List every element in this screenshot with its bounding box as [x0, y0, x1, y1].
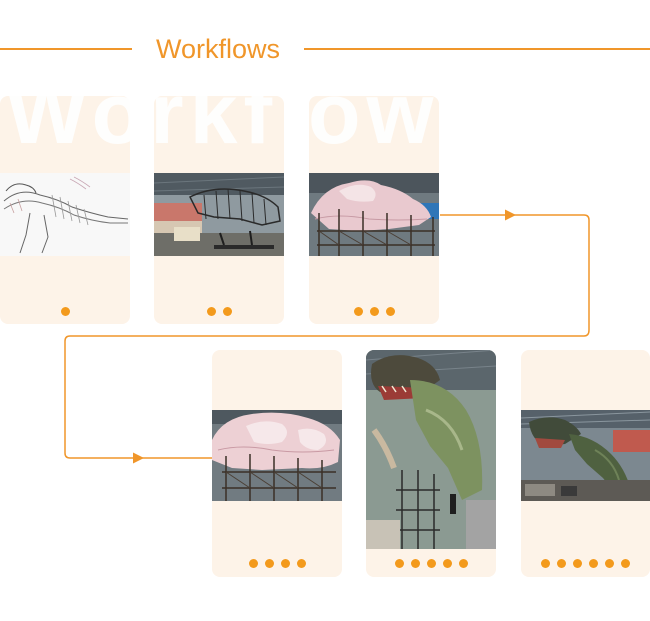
workflow-step-card	[521, 350, 650, 577]
step-indicator	[521, 559, 650, 568]
step-photo-foam-head	[212, 410, 342, 501]
workflow-step-card	[212, 350, 342, 577]
connector-arrow-right-icon	[505, 209, 516, 221]
step-indicator	[309, 307, 439, 316]
workflow-step-card	[366, 350, 496, 577]
workflow-step-card	[309, 96, 439, 324]
title-watermark: Workflows	[6, 66, 494, 162]
connector-arrow-right-icon	[133, 452, 144, 464]
step-photo-foam-body	[309, 173, 439, 256]
step-indicator	[212, 559, 342, 568]
title-rule-left	[0, 48, 132, 50]
workflow-step-card	[154, 96, 284, 324]
step-indicator	[366, 559, 496, 568]
title-rule-right	[304, 48, 650, 50]
page-title: Workflows	[155, 34, 281, 64]
workflow-step-card	[0, 96, 130, 324]
step-photo-steel-frame	[154, 173, 284, 256]
step-photo-finished-dinosaur	[521, 410, 650, 501]
step-photo-painted-dinosaur	[366, 350, 496, 549]
step-indicator	[154, 307, 284, 316]
step-photo-sketch	[0, 173, 130, 256]
step-indicator	[0, 307, 130, 316]
